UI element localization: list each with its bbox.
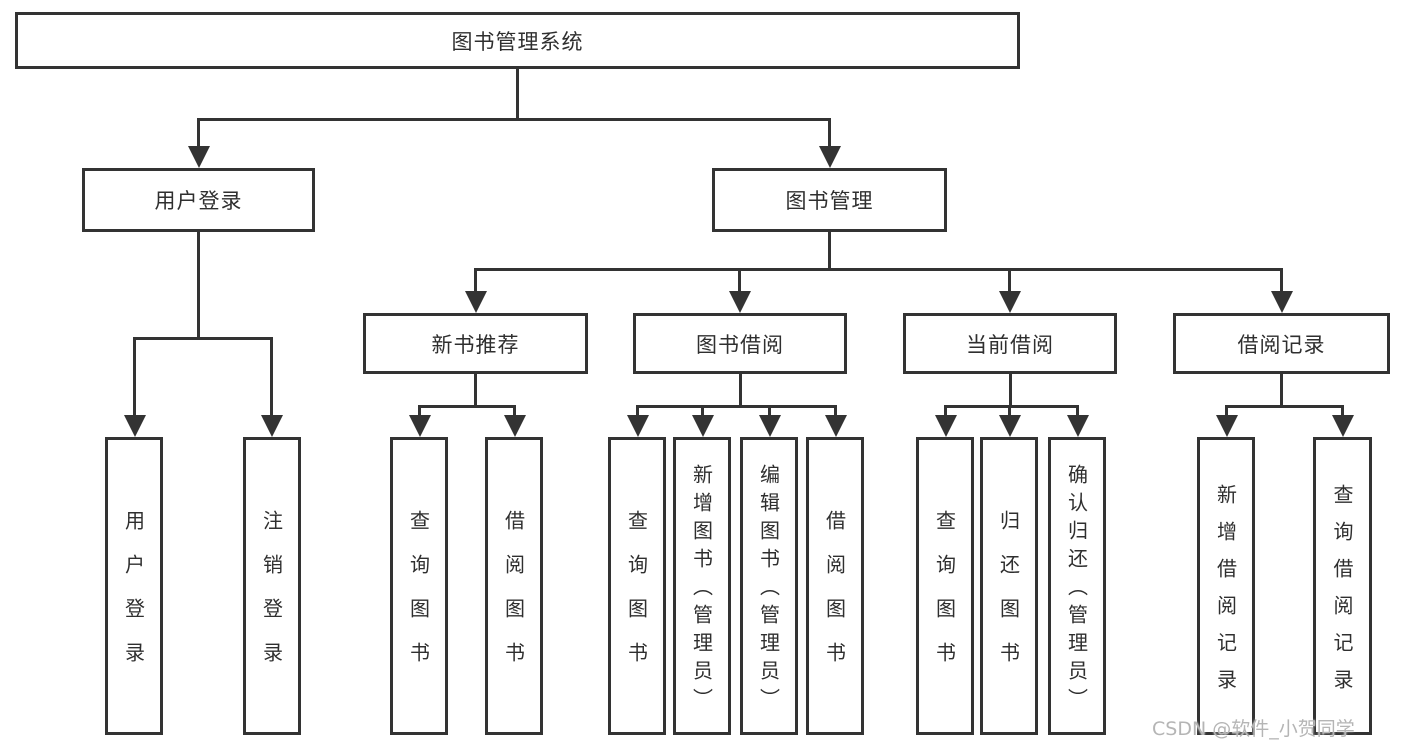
connector-line xyxy=(636,405,837,408)
arrow-down-icon xyxy=(759,415,781,437)
leaf-label: 借阅图书 xyxy=(501,510,526,686)
node-label: 图书管理 xyxy=(785,189,874,213)
connector-line xyxy=(834,405,837,419)
leaf-label: 确认归还（管理员） xyxy=(1064,464,1089,716)
leaf-label: 查询图书 xyxy=(624,510,649,686)
connector-line xyxy=(739,374,742,408)
arrow-down-icon xyxy=(409,415,431,437)
arrow-down-icon xyxy=(465,291,487,313)
connector-line xyxy=(636,405,639,419)
leaf-add-books-admin: 新增图书（管理员） xyxy=(673,437,731,735)
connector-line xyxy=(133,337,136,419)
connector-line xyxy=(1225,405,1228,419)
connector-line xyxy=(197,232,200,340)
node-book-borrow: 图书借阅 xyxy=(633,313,847,374)
connector-line xyxy=(418,405,421,419)
connector-line xyxy=(1341,405,1344,419)
arrow-down-icon xyxy=(1067,415,1089,437)
arrow-down-icon xyxy=(627,415,649,437)
arrow-down-icon xyxy=(999,415,1021,437)
connector-line xyxy=(1008,405,1011,419)
connector-line xyxy=(1076,405,1079,419)
connector-line xyxy=(701,405,704,419)
node-label: 借阅记录 xyxy=(1237,332,1326,357)
arrow-down-icon xyxy=(1332,415,1354,437)
csdn-watermark: CSDN @软件_小贺同学 xyxy=(1152,718,1355,740)
node-book-management: 图书管理 xyxy=(712,168,947,232)
leaf-add-borrow-record: 新增借阅记录 xyxy=(1197,437,1255,735)
leaf-label: 归还图书 xyxy=(996,510,1021,686)
leaf-logout: 注销登录 xyxy=(243,437,301,735)
leaf-borrow-books: 借阅图书 xyxy=(806,437,864,735)
node-library-management-system: 图书管理系统 xyxy=(15,12,1020,69)
arrow-down-icon xyxy=(1271,291,1293,313)
arrow-down-icon xyxy=(188,146,210,168)
node-label: 新书推荐 xyxy=(431,332,520,357)
node-label: 当前借阅 xyxy=(966,332,1054,357)
connector-line xyxy=(418,405,516,408)
leaf-query-books-current: 查询图书 xyxy=(916,437,974,735)
connector-line xyxy=(474,268,1283,271)
connector-line xyxy=(1009,374,1012,408)
connector-line xyxy=(768,405,771,419)
node-borrow-records: 借阅记录 xyxy=(1173,313,1390,374)
leaf-query-books-newbooks: 查询图书 xyxy=(390,437,448,735)
connector-line xyxy=(513,405,516,419)
leaf-label: 借阅图书 xyxy=(822,510,847,686)
connector-line xyxy=(738,268,741,295)
connector-line xyxy=(474,268,477,295)
connector-line xyxy=(197,118,831,121)
leaf-confirm-return-admin: 确认归还（管理员） xyxy=(1048,437,1106,735)
arrow-down-icon xyxy=(935,415,957,437)
arrow-down-icon xyxy=(825,415,847,437)
connector-line xyxy=(828,232,831,271)
arrow-down-icon xyxy=(692,415,714,437)
leaf-label: 注销登录 xyxy=(259,510,284,686)
leaf-user-login: 用户登录 xyxy=(105,437,163,735)
connector-line xyxy=(944,405,947,419)
leaf-query-borrow-record: 查询借阅记录 xyxy=(1313,437,1372,735)
node-new-book-recommend: 新书推荐 xyxy=(363,313,588,374)
leaf-label: 用户登录 xyxy=(121,510,146,686)
arrow-down-icon xyxy=(729,291,751,313)
connector-line xyxy=(1225,405,1344,408)
arrow-down-icon xyxy=(124,415,146,437)
leaf-label: 新增图书（管理员） xyxy=(689,464,714,716)
connector-line xyxy=(197,118,200,150)
leaf-label: 查询图书 xyxy=(932,510,957,686)
arrow-down-icon xyxy=(1216,415,1238,437)
leaf-query-books-borrow: 查询图书 xyxy=(608,437,666,735)
leaf-label: 编辑图书（管理员） xyxy=(756,464,781,716)
leaf-return-books: 归还图书 xyxy=(980,437,1038,735)
leaf-edit-books-admin: 编辑图书（管理员） xyxy=(740,437,798,735)
connector-line xyxy=(270,337,273,419)
connector-line xyxy=(474,374,477,408)
leaf-label: 新增借阅记录 xyxy=(1213,483,1238,706)
arrow-down-icon xyxy=(261,415,283,437)
arrow-down-icon xyxy=(999,291,1021,313)
arrow-down-icon xyxy=(504,415,526,437)
node-label: 图书借阅 xyxy=(696,332,784,357)
node-current-borrow: 当前借阅 xyxy=(903,313,1117,374)
leaf-label: 查询图书 xyxy=(406,510,431,686)
connector-line xyxy=(516,69,519,121)
leaf-borrow-books-newbooks: 借阅图书 xyxy=(485,437,543,735)
arrow-down-icon xyxy=(819,146,841,168)
leaf-label: 查询借阅记录 xyxy=(1330,483,1354,706)
connector-line xyxy=(1008,268,1011,295)
connector-line xyxy=(944,405,1079,408)
connector-line xyxy=(1280,268,1283,295)
node-label: 图书管理系统 xyxy=(451,29,584,54)
connector-line xyxy=(133,337,273,340)
node-user-login: 用户登录 xyxy=(82,168,315,232)
node-label: 用户登录 xyxy=(154,189,243,213)
connector-line xyxy=(828,118,831,150)
connector-line xyxy=(1280,374,1283,408)
